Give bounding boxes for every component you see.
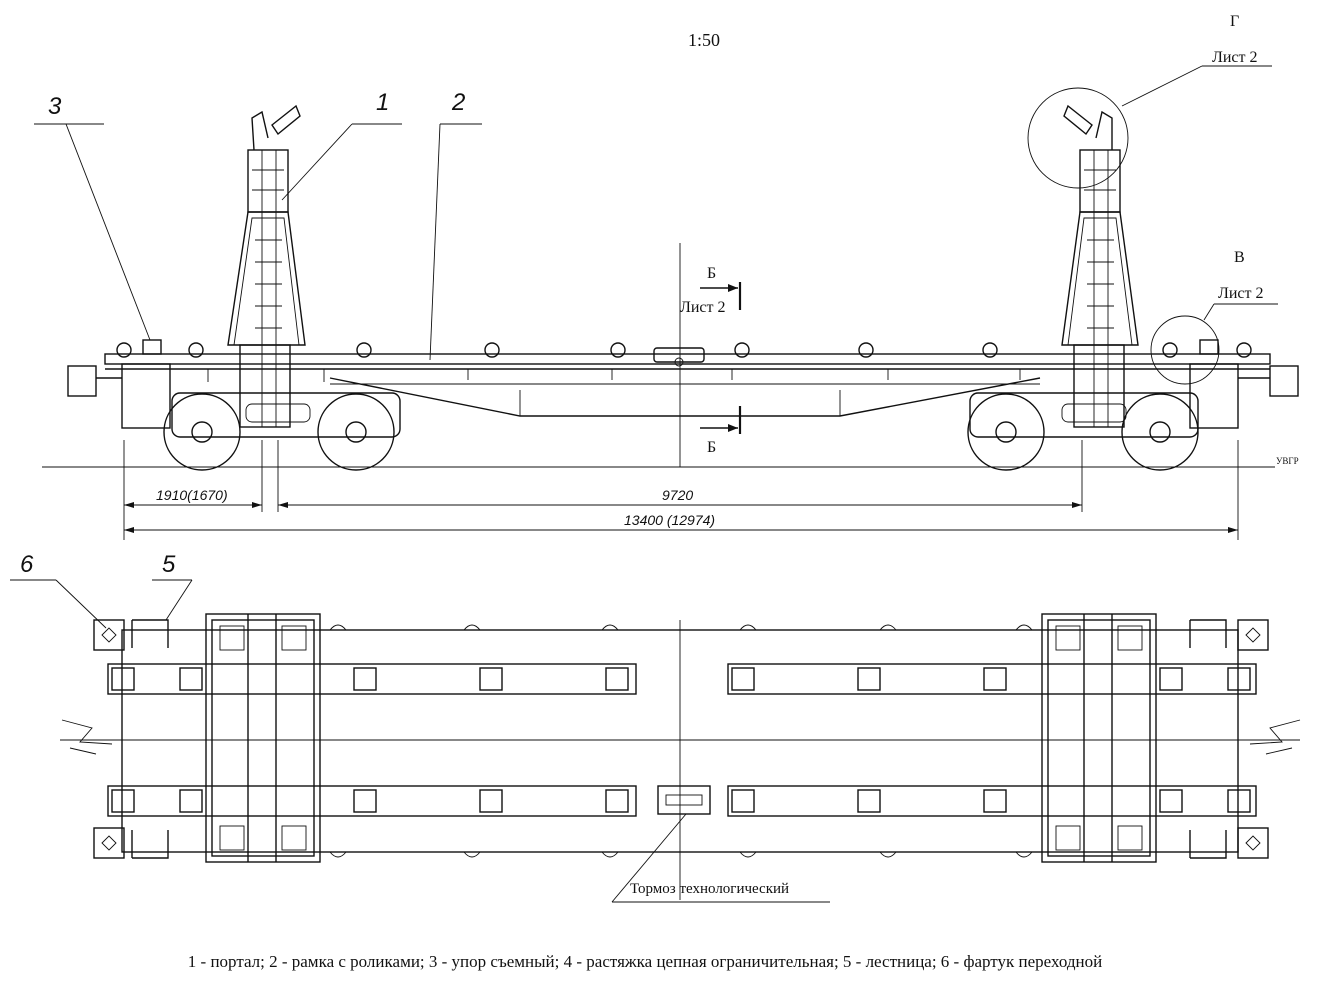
roller-rail-lower-right [727,785,1257,817]
callout-v-letter: В [1234,249,1245,266]
platform-deck [104,353,1271,365]
end-beam-left [121,363,171,429]
dim-13400: 13400 (12974) [624,512,715,528]
detail-circle-g [1027,87,1129,189]
portal-right-plan [1041,613,1157,863]
coupler-right [1269,365,1299,397]
legend-caption: 1 - портал; 2 - рамка с роликами; 3 - уп… [187,952,1103,971]
brake-label: Тормоз технологический [630,881,789,897]
technological-brake [657,785,711,815]
section-b-letter-bottom: Б [707,439,716,456]
portal-right [1061,104,1139,428]
coupler-right-plan [1249,719,1301,755]
coupler-left [67,365,97,397]
roller-rail-lower-left [107,785,637,817]
bogie-right [967,392,1199,471]
section-b-sheet: Лист 2 [680,299,726,316]
aprons [93,619,1269,859]
callout-g-sheet: Лист 2 [1212,49,1258,66]
dimensions: 1910(1670) 9720 13400 (12974) [123,440,1239,540]
pos-1-label: 1 [376,89,389,116]
position-leaders: 3 1 2 6 5 [10,89,482,629]
dim-1910: 1910(1670) [156,487,228,503]
dim-9720: 9720 [662,487,693,503]
pos-2-label: 2 [451,89,465,116]
scale-label: 1:50 [688,30,720,50]
stop-left [142,339,162,355]
rail-level-label: УВГР [1276,456,1299,466]
deck-rollers [116,339,1252,367]
plan-view [60,613,1301,903]
stop-right [1199,339,1219,355]
callout-v-sheet: Лист 2 [1218,285,1264,302]
bogie-left [163,392,401,471]
coupler-left-plan [61,719,113,755]
section-b-letter: Б [707,265,716,282]
detail-circle-v [1150,315,1220,385]
pos-5-label: 5 [162,551,176,578]
side-view [42,87,1299,471]
ladders [131,619,1227,859]
brake-handle [653,347,705,363]
roller-boxes [111,667,1251,813]
portal-left [227,104,306,428]
pos-3-label: 3 [48,93,62,120]
pos-6-label: 6 [20,551,34,578]
roller-rail-upper-right [727,663,1257,695]
center-sill [329,377,1041,417]
portal-left-plan [205,613,321,863]
callout-g-letter: Г [1230,13,1239,30]
end-beam-right [1189,363,1239,429]
roller-rail-upper-left [107,663,637,695]
